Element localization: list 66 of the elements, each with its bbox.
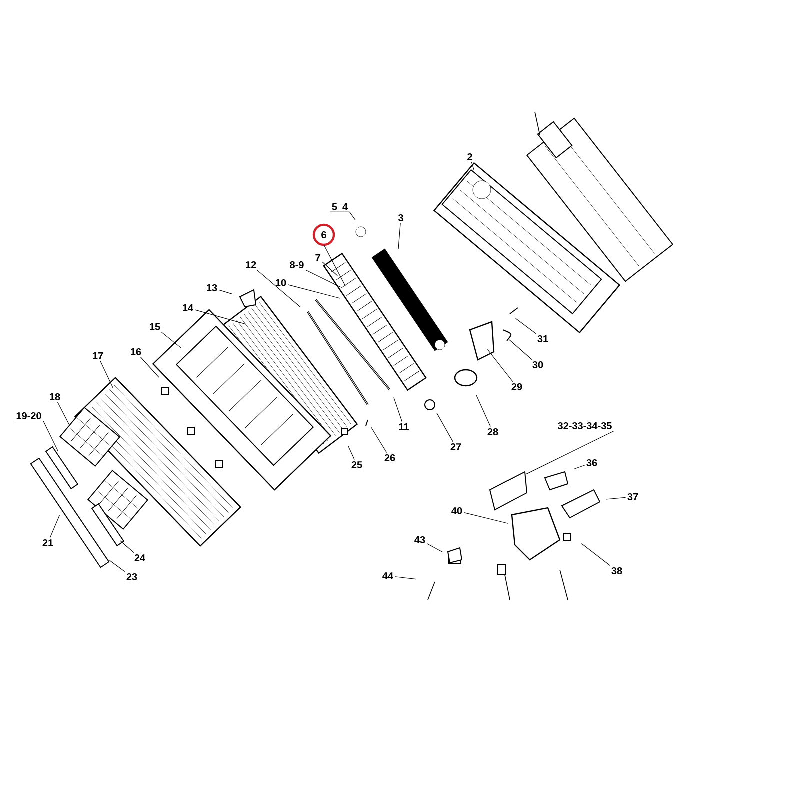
leader-line: [436, 412, 454, 442]
callout-number: 7: [316, 254, 320, 262]
callout-number: 8-9: [290, 261, 304, 269]
leader-line: [348, 446, 355, 460]
callout-number: 2: [468, 154, 472, 160]
callout-number: 15: [150, 324, 160, 330]
callout-number: 11: [399, 424, 410, 430]
leader-line: [471, 162, 474, 171]
leader-line: [140, 356, 160, 378]
leader-line: [322, 262, 338, 276]
callout-number: 29: [512, 383, 522, 391]
callout-number: 43: [414, 536, 426, 544]
leader-line: [516, 318, 536, 334]
callout-number: 32-33-34-35: [558, 422, 612, 430]
callout-number: 23: [126, 573, 138, 581]
leader-line: [606, 497, 626, 500]
callout-number: 27: [450, 444, 462, 450]
callout-number: 3: [398, 214, 404, 222]
callout-number: 30: [532, 361, 544, 369]
callout-number: 24: [134, 554, 146, 562]
leader-line: [194, 310, 246, 325]
leader-line: [120, 540, 134, 554]
leader-line: [398, 222, 401, 250]
callout-number: 19-20: [16, 412, 42, 420]
callout-number: 38: [612, 567, 622, 575]
leader-line: [100, 360, 114, 389]
callout-number: 5 4: [332, 204, 348, 210]
leader-line: [464, 512, 508, 524]
leader-line: [581, 543, 611, 566]
leader-line: [288, 284, 340, 299]
callout-number: 18: [50, 393, 60, 401]
callout-number: 16: [131, 348, 142, 356]
leader-line: [574, 465, 586, 470]
callout-number: 31: [538, 335, 548, 343]
leader-line: [57, 402, 70, 425]
callout-number: 21: [42, 540, 54, 546]
callout-number: 10: [276, 279, 286, 287]
callout-number: 12: [246, 262, 256, 268]
leader-line: [218, 290, 233, 294]
leader-line: [256, 270, 301, 308]
callout-number: 36: [586, 459, 598, 467]
leader-line: [161, 332, 182, 348]
callout-number: 37: [628, 493, 638, 501]
leader-line: [509, 340, 532, 360]
leader-line: [370, 426, 388, 454]
callout-number: 13: [207, 284, 218, 292]
leader-line: [394, 397, 403, 422]
leader-line: [110, 560, 126, 572]
leader-line: [426, 544, 443, 552]
callout-number: 25: [352, 461, 362, 469]
leader-line: [43, 420, 58, 452]
callout-number: 17: [93, 352, 104, 360]
leader-line: [324, 244, 346, 287]
callout-number: 44: [382, 572, 394, 580]
callout-number: 40: [452, 507, 462, 515]
callout-number: 6: [322, 231, 326, 239]
callout-number: 14: [183, 304, 194, 312]
leader-line: [394, 576, 416, 580]
leader-line: [349, 212, 356, 220]
callout-number: 28: [488, 428, 498, 436]
leader-line: [526, 430, 614, 474]
leader-line: [476, 395, 491, 428]
leader-line: [50, 515, 60, 538]
callout-number: 26: [384, 454, 396, 462]
leader-line: [487, 349, 514, 382]
leader-line: [306, 270, 341, 288]
